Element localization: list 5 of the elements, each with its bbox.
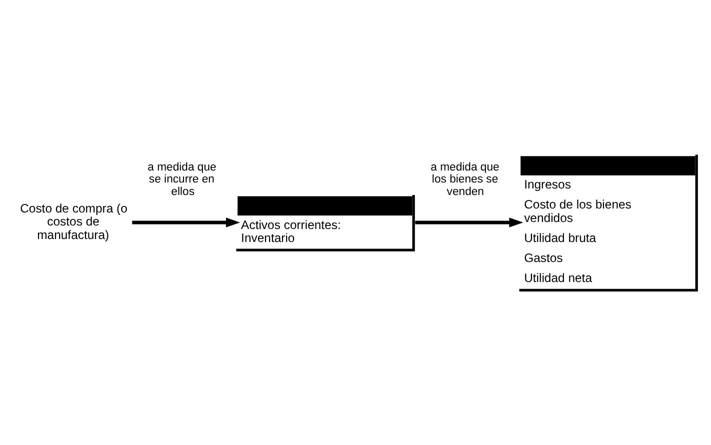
node-text: Costo de compra (o costos de manufactura) (20, 202, 128, 242)
edge-label: a medida que los bienes se venden (430, 161, 500, 198)
arrow (415, 218, 524, 228)
edge-label: a medida que se incurre en ellos (148, 161, 216, 198)
arrow (132, 218, 240, 228)
